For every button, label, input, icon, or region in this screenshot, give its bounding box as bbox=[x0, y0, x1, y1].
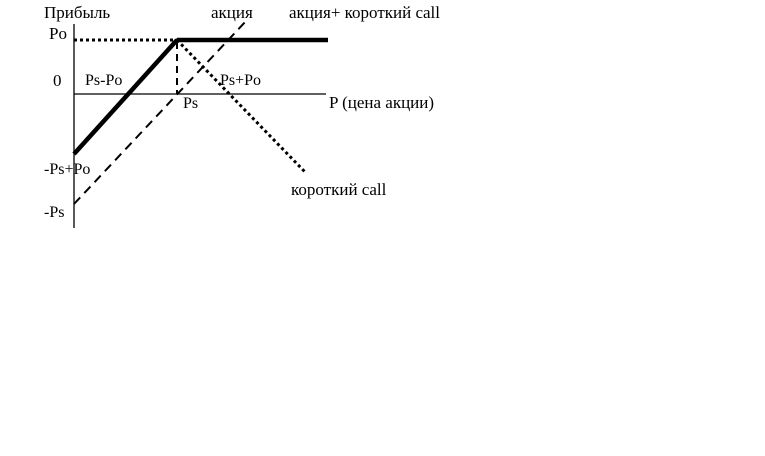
y-tick-po: Po bbox=[49, 24, 67, 43]
stock-label: акция bbox=[211, 3, 253, 22]
stock-plus-short-call-label: акция+ короткий call bbox=[289, 3, 440, 22]
x-tick-ps: Ps bbox=[183, 95, 198, 112]
x-tick-ps-plus-po: Ps+Po bbox=[220, 72, 261, 89]
short-call-falling-segment bbox=[175, 38, 307, 174]
stock-payoff-line bbox=[73, 19, 248, 205]
combined-rising-segment bbox=[72, 38, 179, 156]
x-axis-label: P (цена акции) bbox=[329, 93, 434, 112]
x-tick-ps-minus-po: Ps-Po bbox=[85, 72, 122, 89]
y-tick-neg-ps-plus-po: -Ps+Po bbox=[44, 161, 90, 178]
y-tick-neg-ps: -Ps bbox=[44, 204, 64, 221]
y-tick-zero: 0 bbox=[53, 71, 62, 90]
y-axis-label: Прибыль bbox=[44, 3, 110, 22]
short-call-label: короткий call bbox=[291, 180, 387, 199]
